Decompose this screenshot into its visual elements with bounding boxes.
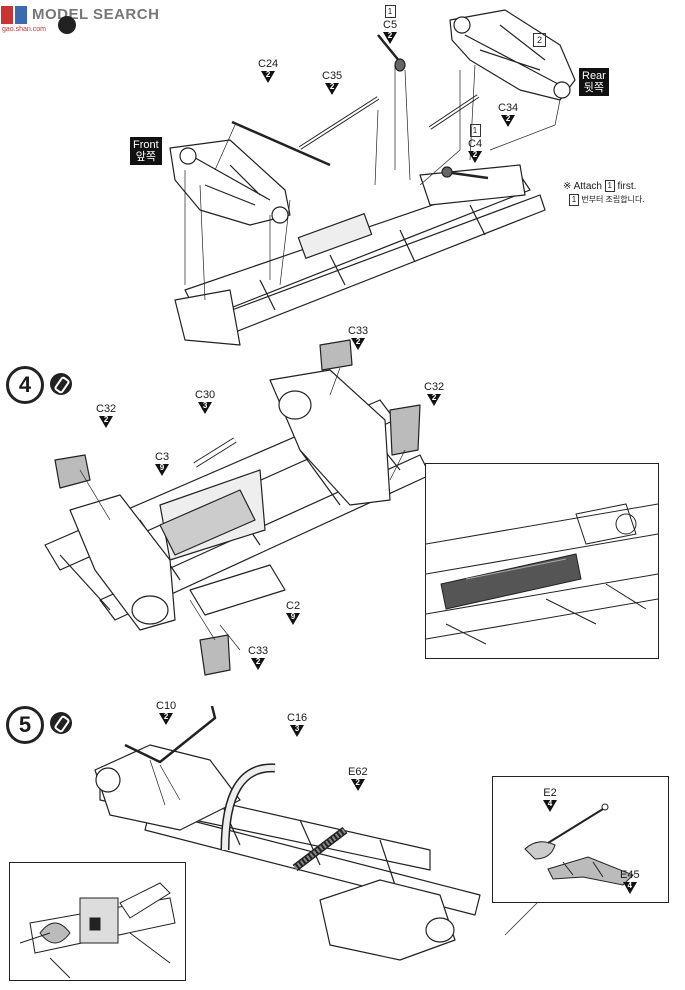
front-axle-top xyxy=(169,139,291,226)
part-tag-c30: C30 3 xyxy=(195,389,215,414)
part-c2-plate xyxy=(189,564,286,616)
glue-icon xyxy=(50,373,72,395)
inset-axle-detail xyxy=(19,882,176,979)
part-tag-e62: E62 2 xyxy=(348,766,368,791)
part-c10-stabilizer xyxy=(124,705,217,764)
label-front: Front 앞쪽 xyxy=(130,137,162,165)
rear-axle-top xyxy=(449,9,576,101)
part-tag-e45: E45 4 xyxy=(620,869,640,894)
part-tag-c32-left: C32 2 xyxy=(96,403,116,428)
part-tag-e2: E2 4 xyxy=(543,787,557,812)
bumpstop-c33-top xyxy=(319,339,353,371)
part-tag-c3: C3 9 xyxy=(155,451,169,476)
part-tag-c24: C24 2 xyxy=(258,58,278,83)
watermark-sub: gao.shan.com xyxy=(2,26,46,33)
attach-note: ※ Attach 1 first. 1 번부터 조립합니다. xyxy=(563,180,645,206)
step5-detail-inset xyxy=(9,862,186,981)
part-tag-c2: C2 9 xyxy=(286,600,300,625)
inset-parts-drawing xyxy=(524,803,634,886)
bumpstop-right-c32 xyxy=(389,404,421,456)
part-tag-c34: C34 2 xyxy=(498,102,518,127)
bumpstop-left-c32 xyxy=(54,454,91,489)
watermark: MODEL SEARCH gao.shan.com xyxy=(0,2,175,38)
rod-c24 xyxy=(231,120,331,167)
rod-c5 xyxy=(377,34,401,63)
part-tag-c35: C35 2 xyxy=(322,70,342,95)
part-tag-c32-right: C32 2 xyxy=(424,381,444,406)
step5-parts-inset: E2 4 E45 4 xyxy=(492,776,669,903)
glue-icon xyxy=(50,712,72,734)
part-tag-c4: 1 C4 2 xyxy=(468,124,482,163)
step4-chassis-frame xyxy=(44,369,431,631)
inset-chassis-detail xyxy=(425,503,659,645)
part-tag-c10: C10 2 xyxy=(156,700,176,725)
watermark-text: MODEL SEARCH xyxy=(32,6,160,23)
part-tag-c33-top: C33 2 xyxy=(348,325,368,350)
subassembly-marker: 2 xyxy=(533,33,546,47)
part-tag-c5: 1 C5 2 xyxy=(383,5,397,44)
part-tag-c16: C16 3 xyxy=(287,712,307,737)
part-c3-fueltank xyxy=(159,489,256,556)
label-rear: Rear 뒷쪽 xyxy=(579,68,609,96)
glue-icon-top xyxy=(58,16,76,34)
logo-icon xyxy=(1,6,27,24)
bumpstop-c33-bottom xyxy=(199,634,231,676)
step4-detail-inset xyxy=(425,463,659,659)
step-number-4: 4 xyxy=(6,366,44,404)
step-number-5: 5 xyxy=(6,706,44,744)
part-tag-c33-bottom: C33 2 xyxy=(248,645,268,670)
